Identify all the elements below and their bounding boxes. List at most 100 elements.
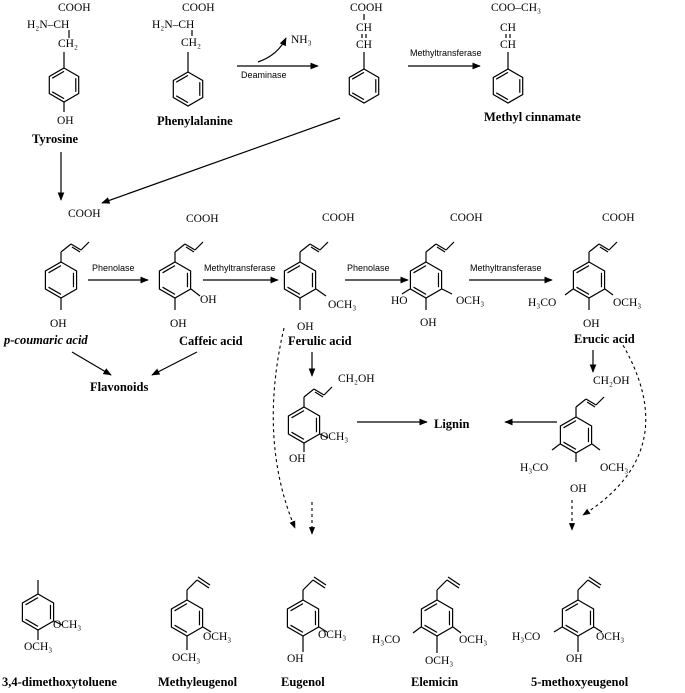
tyrosine-cooh: COOH [58,2,91,14]
compound-phenylalanine: COOH H₂N–CH CH₂ Phenylalanine [152,2,233,128]
sinapyl-side-4 [595,396,605,406]
coniferyl-side-2 [313,388,325,396]
product-lignin: Lignin [434,417,469,431]
erucic-name: Erucic acid [574,332,635,346]
p-coumaric-oh: OH [50,318,67,330]
erucic-right-bond [604,288,614,296]
ferulic-double-bond-2 [287,265,301,274]
methyl-cinnamate-double-bond-2 [495,71,509,80]
eugenol-allyl-2 [302,579,314,591]
ferulic-och3: OCH₃ [328,299,356,311]
elemicin-allyl-3 [446,579,460,589]
methoxyeugenol-name: 5-methoxyeugenol [531,675,629,689]
tyrosine-ring [48,67,80,103]
p-coumaric-side-3 [71,246,81,253]
tyrosine-name: Tyrosine [32,132,79,146]
methyl-cinnamate-name: Methyl cinnamate [484,110,581,124]
p-coumaric-double-bond-2 [48,265,62,274]
sinapyl-oh: OH [570,483,587,495]
hydroxyferulic-double-bond-1 [413,286,427,295]
compound-caffeic-acid: COOH OH OH Caffeic acid [170,213,243,348]
eugenol-meta-bond [318,626,328,633]
cinnamic-double-bond-2 [351,71,365,80]
p-coumaric-side-4 [80,241,90,251]
methyleugenol-double-bond-2 [174,603,188,612]
elemicin-allyl-2 [436,579,448,591]
tyrosine-double-bond-2 [51,70,65,79]
sinapyl-double-bond-2 [563,420,577,429]
hydroxyferulic-side-3 [436,246,446,253]
cinnamic-ring [348,68,380,104]
sinapyl-right-bond [591,443,601,451]
erucic-left-bond [564,288,574,296]
cinnamic-double-bond-1 [351,92,365,101]
compound-erucic-acid: COOH H₃CO OCH₃ OH Erucic acid [528,212,641,346]
ferulic-double-bond-1 [287,286,301,295]
tyrosine-double-bond-1 [51,91,65,100]
coniferyl-side-4 [323,386,333,396]
arrow-caffeic-to-flavonoids [151,351,198,376]
hydroxyferulic-ring [409,261,443,299]
eugenol-double-bond-1 [290,624,304,633]
eugenol-och3: OCH₃ [318,629,346,641]
caffeic-side-4 [194,241,204,251]
eugenol-name: Eugenol [281,675,325,689]
erucic-oh: OH [583,318,600,330]
eugenol-oh: OH [287,653,304,665]
methyl-cinnamate-double-bond-1 [495,92,509,101]
dmt-double-bond-2 [25,597,39,606]
sinapyl-ch2oh: CH₂OH [593,375,630,387]
methyl-cinnamate-ester: COO–CH₃ [491,2,541,14]
methyleugenol-allyl-4 [197,576,211,586]
compound-methyleugenol: OCH₃ OCH₃ Methyleugenol [158,631,238,689]
product-nh3: NH₃ [291,34,312,46]
methoxyeugenol-och3: OCH₃ [596,631,624,643]
p-coumaric-double-bond-1 [48,286,62,295]
elemicin-left-bond [412,626,422,634]
caffeic-name: Caffeic acid [179,334,243,348]
hydroxyferulic-och3: OCH₃ [456,295,484,307]
p-coumaric-ring [44,261,78,299]
methoxyeugenol-allyl-4 [588,576,602,586]
arrow-nh3-release [257,37,287,63]
elemicin-allyl-4 [447,576,461,586]
caffeic-side-2 [184,243,196,251]
sinapyl-double-bond-1 [563,441,577,450]
compound-dimethoxytoluene: OCH₃ OCH₃ 3,4-dimethoxytoluene [2,619,117,689]
methoxyeugenol-ring [561,599,595,637]
methoxyeugenol-right-bond [593,626,603,633]
compound-elemicin: H₃CO OCH₃ OCH₃ Elemicin [372,634,487,689]
compound-methoxyeugenol: H₃CO OCH₃ OH 5-methoxyeugenol [512,631,629,689]
dmt-och3-meta: OCH₃ [53,619,81,631]
elemicin-och3-para: OCH₃ [425,655,453,667]
coniferyl-side-1 [303,388,315,398]
eugenol-allyl-4 [313,576,327,586]
enzyme-deaminase: Deaminase [241,70,287,80]
sinapyl-side-3 [586,401,596,408]
coniferyl-double-bond-2 [291,410,305,419]
caffeic-double-bond-1 [162,286,176,295]
erucic-double-bond-1 [576,286,590,295]
sinapyl-och3: OCH₃ [600,462,628,474]
phenylalanine-ch2: CH₂ [181,37,201,49]
hydroxyferulic-side-1 [425,243,437,253]
compound-methyl-cinnamate: COO–CH₃ CH CH Methyl cinnamate [484,2,581,124]
enzyme-phenolase-2: Phenolase [347,263,390,273]
compound-tyrosine: COOH H₂N–CH CH₂ OH Tyrosine [27,2,91,146]
eugenol-double-bond-2 [290,603,304,612]
methyleugenol-och3-meta: OCH₃ [203,631,231,643]
methyleugenol-double-bond-1 [174,624,188,633]
methyl-cinnamate-ring [492,68,524,104]
methoxyeugenol-double-bond-1 [565,624,579,633]
cinnamic-ch-2: CH [356,39,372,51]
hydroxyferulic-ho-bond [401,288,411,295]
p-coumaric-side-2 [70,243,82,251]
elemicin-h3co: H₃CO [372,634,400,646]
sinapyl-left-bond [551,443,561,451]
coniferyl-double-bond-1 [291,431,305,440]
dmt-och3-para: OCH₃ [24,641,52,653]
hydroxyferulic-cooh: COOH [450,212,483,224]
phenylalanine-amine: H₂N–CH [152,19,194,31]
coniferyl-och3: OCH₃ [320,431,348,443]
hydroxyferulic-side-4 [445,241,455,251]
